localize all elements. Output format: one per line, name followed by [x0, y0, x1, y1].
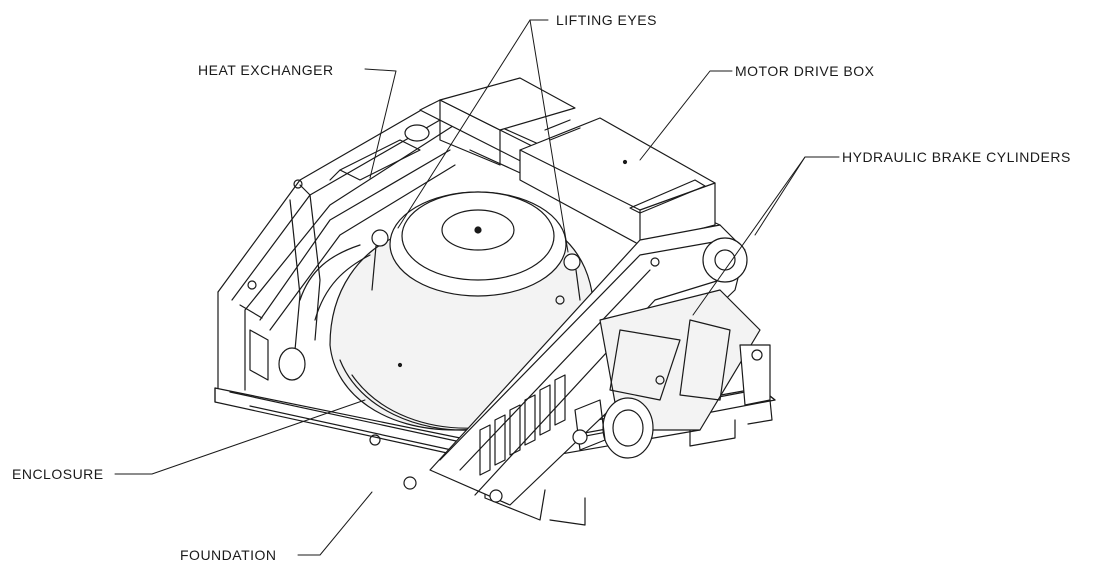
- label-motor-drive-box: MOTOR DRIVE BOX: [735, 63, 875, 79]
- label-enclosure: ENCLOSURE: [12, 466, 104, 482]
- heat-exchanger-frame: [217, 104, 471, 391]
- label-hydraulic-brake-cylinders: HYDRAULIC BRAKE CYLINDERS: [842, 149, 1071, 165]
- label-heat-exchanger: HEAT EXCHANGER: [198, 62, 334, 78]
- label-foundation: FOUNDATION: [180, 547, 277, 563]
- label-lifting-eyes: LIFTING EYES: [556, 12, 657, 28]
- leader-lines: [114, 19, 840, 556]
- brake-assembly-shape: [429, 224, 771, 506]
- enclosure-shape: [299, 191, 595, 431]
